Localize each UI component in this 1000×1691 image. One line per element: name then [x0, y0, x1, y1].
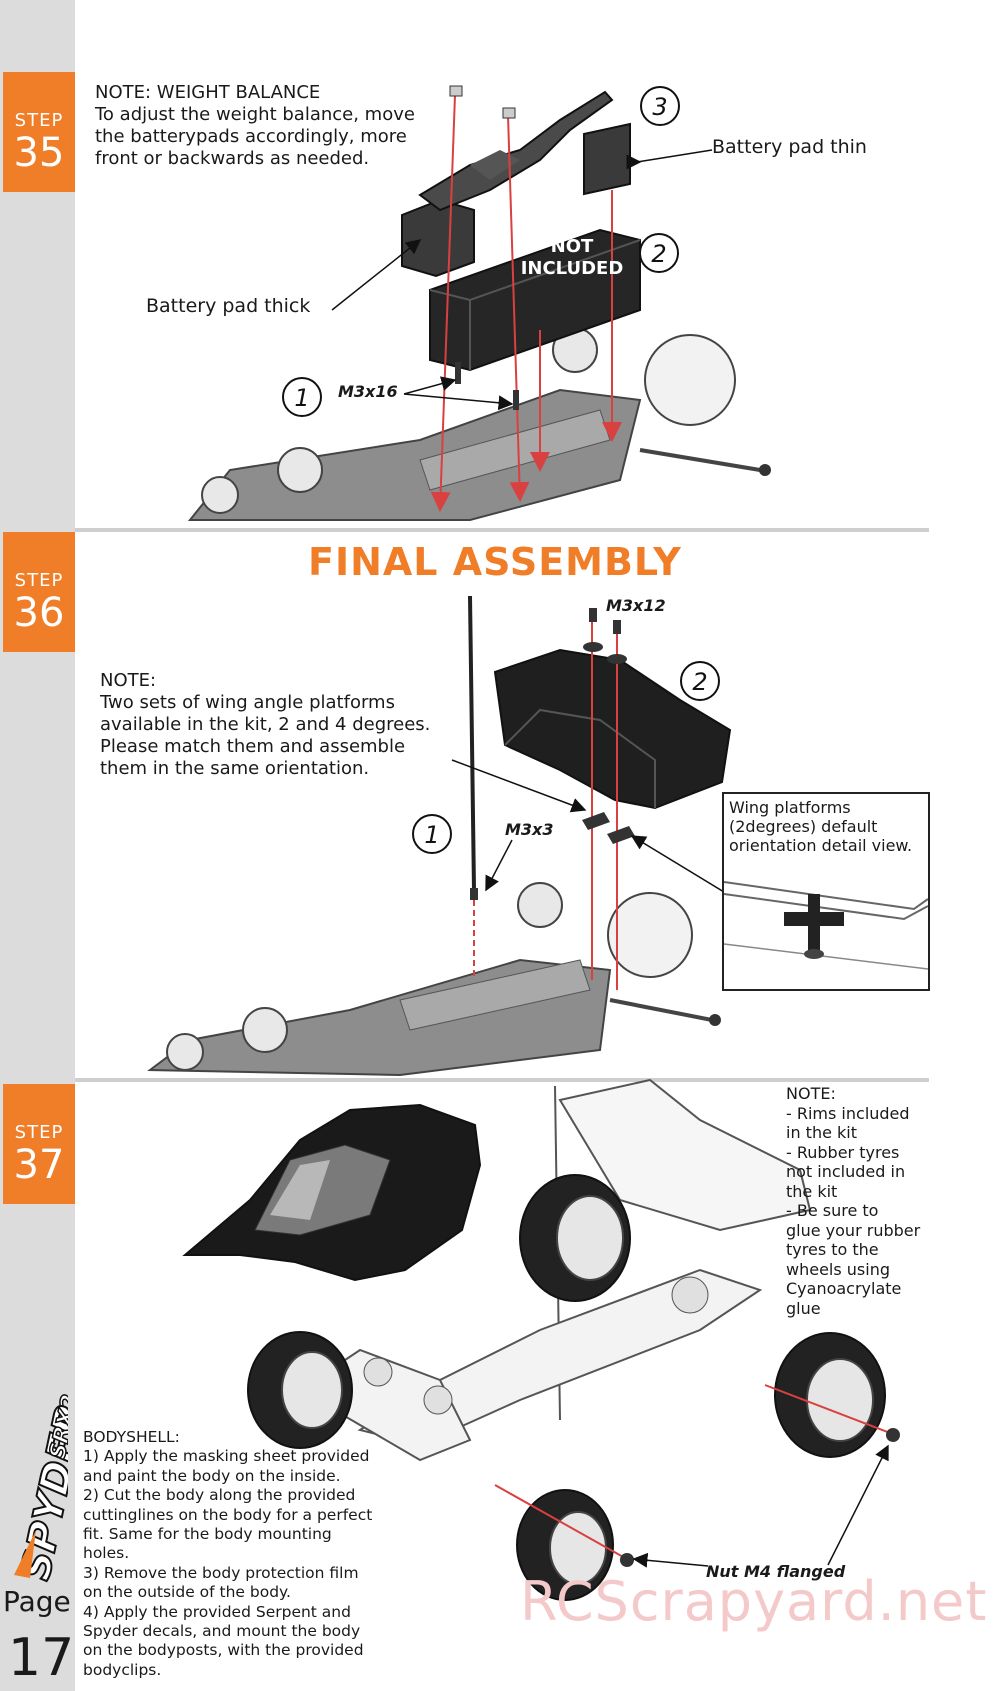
callout-number: 2 — [692, 668, 707, 696]
sidebar — [0, 0, 75, 1691]
step36-wing — [493, 648, 732, 810]
screw-label: M3x12 — [606, 596, 666, 615]
section-title: FINAL ASSEMBLY — [308, 540, 682, 584]
step36-chassis — [147, 882, 721, 1077]
watermark: RCScrapyard.net — [520, 1570, 988, 1633]
callout-number: 3 — [652, 93, 667, 121]
section-divider — [75, 1078, 929, 1082]
spyder-logo: SPYDER SRX2 — [12, 1392, 68, 1585]
step35-top-plate — [418, 90, 614, 212]
step36-antenna — [468, 595, 476, 891]
step35-screws — [449, 85, 519, 410]
page-label: Page — [3, 1585, 71, 1618]
nut-label: Nut M4 flanged — [706, 1562, 846, 1581]
page-number: 17 — [8, 1628, 75, 1688]
step35-battery-pad-thick — [401, 198, 475, 278]
step-number: 36 — [13, 590, 65, 636]
screw-label: M3x16 — [338, 382, 398, 401]
step35-guide-lines — [430, 94, 622, 512]
battery-pad-thick-label: Battery pad thick — [146, 295, 311, 317]
callout-number: 2 — [651, 240, 666, 268]
step-number: 35 — [13, 130, 65, 176]
detail-view-caption: Wing platforms (2degrees) default orient… — [729, 798, 913, 855]
step37-guide-lines — [494, 1384, 891, 1559]
weight-balance-note: NOTE: WEIGHT BALANCE To adjust the weigh… — [95, 82, 415, 169]
detail-view-box: Wing platforms (2degrees) default orient… — [722, 792, 930, 991]
step35-callout-circles — [282, 86, 680, 417]
step37-body-shell — [182, 1103, 482, 1282]
step37-nuts — [620, 1428, 900, 1567]
step37-leaders — [632, 1444, 889, 1568]
wing-platform-note: NOTE: Two sets of wing angle platforms a… — [100, 670, 431, 779]
step36-guide-lines — [473, 612, 618, 990]
step36-wing-hardware — [470, 608, 635, 900]
step35-leaders — [331, 149, 713, 411]
not-included-label: NOT INCLUDED — [520, 236, 624, 279]
tyres-note: NOTE: - Rims included in the kit - Rubbe… — [786, 1084, 921, 1318]
step-label: STEP — [14, 570, 64, 591]
step-label: STEP — [14, 110, 64, 131]
callout-number: 1 — [294, 384, 309, 412]
step35-battery-pad-thin — [583, 122, 631, 196]
step-35-badge: STEP 35 — [3, 72, 75, 192]
callout-number: 1 — [424, 821, 439, 849]
step-36-badge: STEP 36 — [3, 532, 75, 652]
step-number: 37 — [13, 1142, 65, 1188]
screw-label: M3x3 — [505, 820, 554, 839]
step-37-badge: STEP 37 — [3, 1084, 75, 1204]
step35-battery — [429, 228, 641, 372]
step-label: STEP — [14, 1122, 64, 1143]
section-divider — [75, 528, 929, 532]
bodyshell-instructions: BODYSHELL: 1) Apply the masking sheet pr… — [83, 1428, 373, 1679]
detail-view-drawing — [724, 881, 928, 970]
battery-pad-thin-label: Battery pad thin — [712, 136, 867, 158]
step36-callout-circles — [412, 661, 720, 854]
